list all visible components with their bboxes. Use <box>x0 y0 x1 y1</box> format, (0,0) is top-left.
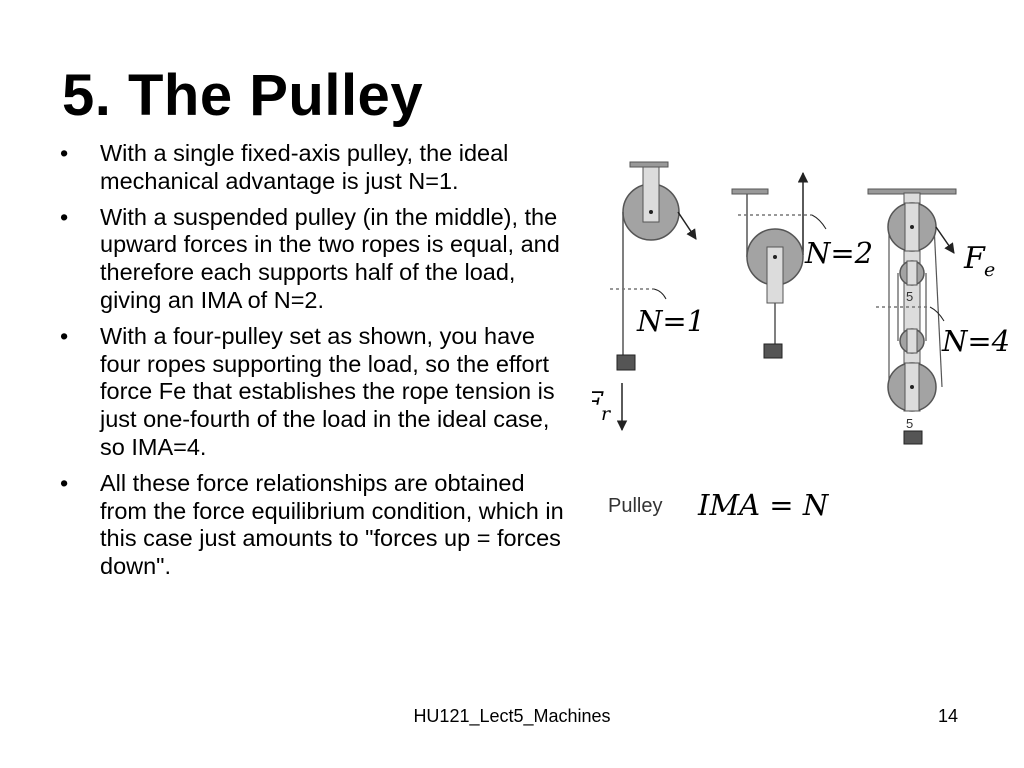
ima-formula: IMA = N <box>697 488 830 522</box>
four-pulley-set <box>867 188 957 445</box>
slide-title: 5. The Pulley <box>62 63 424 128</box>
n1-label: N=1 <box>636 304 705 338</box>
bullet-marker: • <box>60 140 69 166</box>
footer-page-number: 14 <box>937 706 958 726</box>
n2-label: N=2 <box>804 236 873 270</box>
bullet-text: With a four-pulley set as shown, you hav… <box>100 322 555 460</box>
pulley-caption-word: Pulley <box>608 495 662 517</box>
bullet-text: All these force relationships are obtain… <box>100 469 564 580</box>
bullet-text: With a suspended pulley (in the middle),… <box>100 203 560 313</box>
bullet-item: • With a single fixed-axis pulley, the id… <box>58 140 578 196</box>
fr-label: F <box>592 386 604 421</box>
bullet-item: • All these force relationships are obtai… <box>58 470 578 581</box>
footer-course: HU121_Lect5_Machines <box>413 706 611 726</box>
bullet-text: With a single fixed-axis pulley, the ide… <box>100 140 509 194</box>
single-fixed-pulley <box>610 161 697 432</box>
suspended-pulley <box>731 171 827 359</box>
bullet-marker: • <box>60 469 69 496</box>
bullet-marker: • <box>60 203 69 230</box>
bullet-list: • With a single fixed-axis pulley, the id… <box>58 140 578 589</box>
pulley-mark: 5 <box>906 416 913 431</box>
pulley-mark: 5 <box>906 289 913 304</box>
fe-label: F <box>963 241 986 276</box>
n4-label: N=4 <box>941 324 1010 358</box>
pulley-diagram: N=1 F r N=2 5 5 F <box>592 161 1010 522</box>
bullet-marker: • <box>60 322 69 349</box>
fr-label-sub: r <box>601 403 612 425</box>
bullet-item: • With a suspended pulley (in the middle)… <box>58 204 578 315</box>
bullet-item: • With a four-pulley set as shown, you ha… <box>58 323 578 462</box>
fe-label-sub: e <box>984 259 995 281</box>
